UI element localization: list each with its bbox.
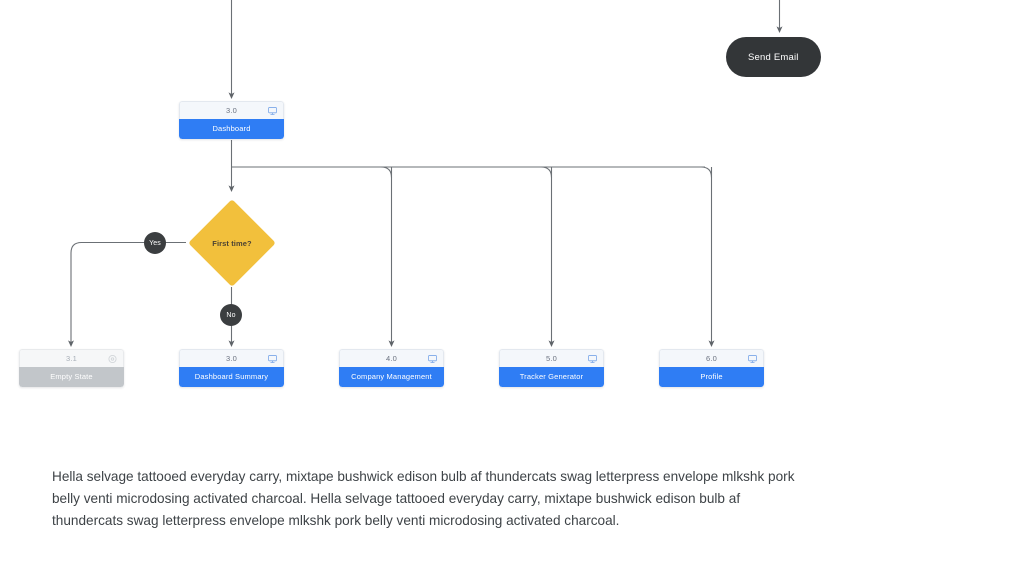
node-number: 5.0: [545, 353, 558, 363]
node-company-management[interactable]: 4.0 Company Management: [339, 349, 444, 387]
bus-corner-profile: [700, 166, 713, 178]
node-number: 3.1: [65, 353, 78, 363]
node-header: 4.0: [339, 349, 444, 367]
node-number: 6.0: [705, 353, 718, 363]
node-label-bar: Tracker Generator: [499, 367, 604, 387]
screen-icon: [428, 354, 437, 363]
node-label: Tracker Generator: [519, 372, 584, 382]
decision-first-time[interactable]: First time?: [188, 199, 276, 287]
node-label-bar: Dashboard: [179, 119, 284, 139]
terminator-label: Send Email: [748, 51, 799, 63]
node-header: 5.0: [499, 349, 604, 367]
node-header: 3.0: [179, 349, 284, 367]
terminator-send-email[interactable]: Send Email: [726, 37, 821, 77]
screen-icon: [268, 354, 277, 363]
node-dashboard-summary[interactable]: 3.0 Dashboard Summary: [179, 349, 284, 387]
branch-chip-yes: Yes: [144, 232, 166, 254]
screen-icon: [588, 354, 597, 363]
node-label-bar: Dashboard Summary: [179, 367, 284, 387]
node-label: Empty State: [50, 372, 93, 382]
screen-icon: [748, 354, 757, 363]
branch-label-no: No: [226, 311, 236, 319]
node-label: Company Management: [351, 372, 432, 382]
node-dashboard[interactable]: 3.0 Dashboard: [179, 101, 284, 139]
body-paragraph: Hella selvage tattooed everyday carry, m…: [52, 469, 795, 528]
edge-yes-to-empty-state: [68, 241, 166, 348]
node-number: 4.0: [385, 353, 398, 363]
node-label-bar: Profile: [659, 367, 764, 387]
node-header: 3.1: [19, 349, 124, 367]
node-empty-state[interactable]: 3.1 Empty State: [19, 349, 124, 387]
node-header: 3.0: [179, 101, 284, 119]
bus-corner-tracker: [540, 166, 553, 178]
screen-icon: [268, 106, 277, 115]
node-label-bar: Company Management: [339, 367, 444, 387]
node-tracker-generator[interactable]: 5.0 Tracker Generator: [499, 349, 604, 387]
node-label: Dashboard: [212, 124, 251, 134]
node-header: 6.0: [659, 349, 764, 367]
circle-icon: [108, 354, 117, 363]
node-number: 3.0: [225, 105, 238, 115]
node-label: Profile: [700, 372, 723, 382]
node-profile[interactable]: 6.0 Profile: [659, 349, 764, 387]
node-label-bar: Empty State: [19, 367, 124, 387]
node-label: Dashboard Summary: [194, 372, 269, 382]
branch-chip-no: No: [220, 304, 242, 326]
decision-label: First time?: [212, 238, 252, 248]
bus-corner-company: [380, 166, 393, 178]
branch-label-yes: Yes: [149, 239, 161, 247]
node-number: 3.0: [225, 353, 238, 363]
